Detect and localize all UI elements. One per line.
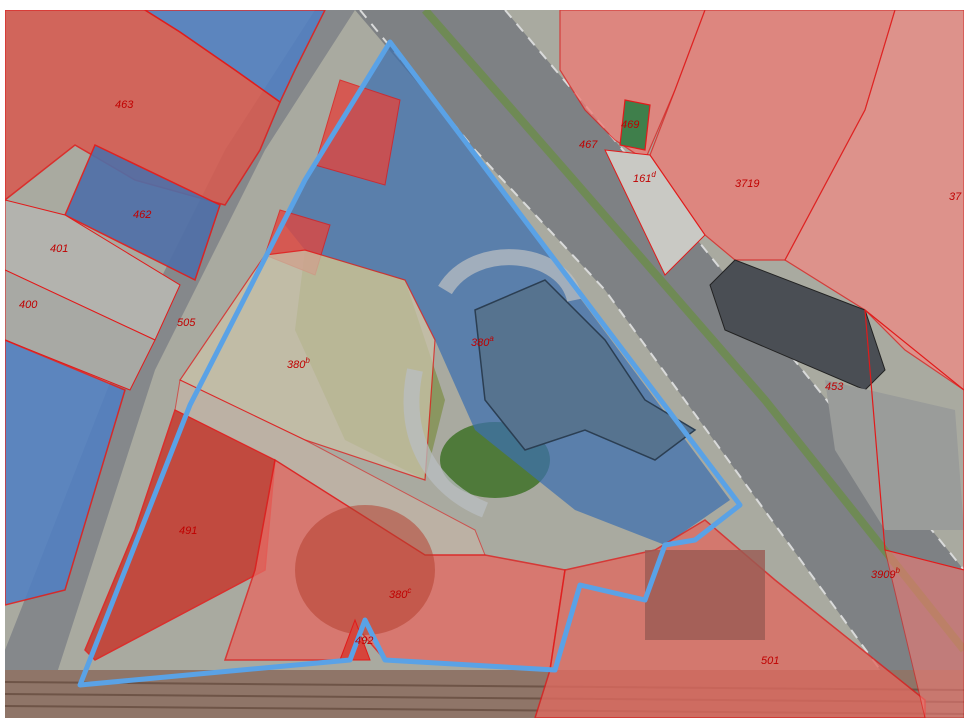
parcel-453[interactable] [864,308,964,571]
label-380c: 380c [389,586,411,601]
road-median [421,10,964,653]
label-505: 505 [177,317,196,329]
driveway-loop [438,249,583,303]
parcel-red-small-top[interactable] [314,79,401,186]
main-road [355,10,964,718]
parcel-401[interactable] [5,199,181,341]
label-463: 463 [115,99,134,111]
driveway-curve [403,368,489,518]
cadastral-map[interactable]: 463 462 401 400 505 380b 380a 491 380c 4… [5,10,964,718]
parcel-400[interactable] [5,269,156,391]
parcel-blue-left[interactable] [5,339,126,606]
parking-right [825,380,964,530]
label-462: 462 [133,209,151,221]
parcel-462[interactable] [64,143,221,282]
label-453: 453 [825,381,844,393]
label-380b: 380b [287,356,310,371]
parcel-469[interactable] [619,99,651,151]
parcel-37[interactable] [784,10,964,391]
label-400: 400 [19,299,38,311]
warehouse-roof [645,550,765,640]
label-3909b: 3909b [871,566,900,581]
label-37: 37 [949,191,962,203]
label-491: 491 [179,525,197,537]
parcel-blue-top[interactable] [143,10,326,104]
parcel-380c-dark [295,505,435,635]
map-canvas: 463 462 401 400 505 380b 380a 491 380c 4… [5,10,964,718]
label-467: 467 [579,139,598,151]
label-161d: 161d [633,170,656,185]
label-501: 501 [761,655,779,667]
parcel-labels: 463 462 401 400 505 380b 380a 491 380c 4… [19,99,962,667]
site-outline[interactable] [77,39,743,688]
parcel-3909b[interactable] [884,549,964,718]
left-road [5,10,355,718]
label-492: 492 [355,635,373,647]
office-building [474,279,697,461]
label-3719: 3719 [735,178,759,190]
label-380a: 380a [471,334,494,349]
label-401: 401 [50,243,68,255]
label-469: 469 [621,119,639,131]
